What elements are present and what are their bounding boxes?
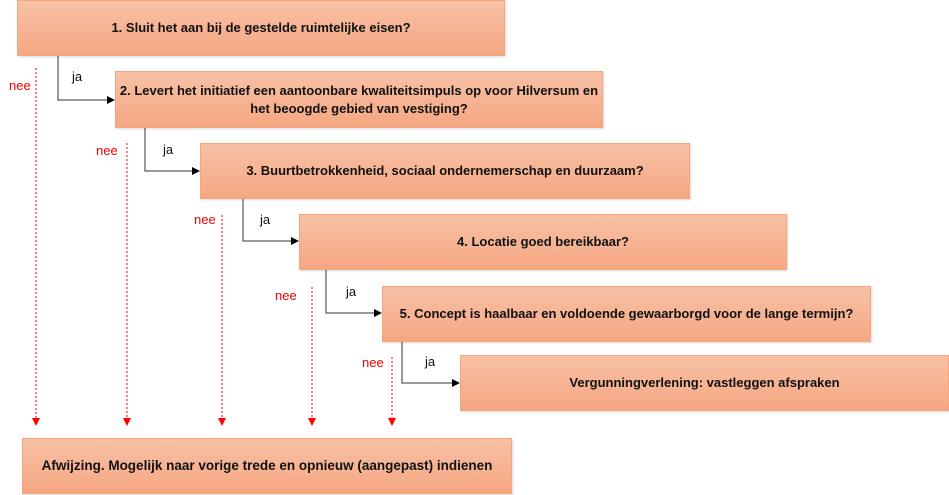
step-3-box: 3. Buurtbetrokkenheid, sociaal onderneme… [200,143,690,199]
yes-label-1: ja [72,69,83,84]
yes-label-2: ja [163,142,174,157]
reject-text: Afwijzing. Mogelijk naar vorige trede en… [41,458,493,473]
step-2-box: 2. Levert het initiatief een aantoonbare… [115,71,603,128]
reject-box: Afwijzing. Mogelijk naar vorige trede en… [22,438,512,494]
step-1-box: 1. Sluit het aan bij de gestelde ruimtel… [17,0,505,56]
yes-label-4: ja [346,284,357,299]
yes-arrow-3 [242,198,299,245]
permit-text: Vergunningverlening: vastleggen afsprake… [569,375,840,390]
step-4-text: 4. Locatie goed bereikbaar? [457,234,629,249]
step-4-box: 4. Locatie goed bereikbaar? [299,214,787,270]
no-label-1: nee [9,78,31,93]
yes-arrow-2 [144,127,200,175]
no-label-4: nee [275,288,297,303]
step-5-box: 5. Concept is haalbaar en voldoende gewa… [382,286,871,342]
no-label-5: nee [362,355,384,370]
permit-box: Vergunningverlening: vastleggen afsprake… [460,355,949,411]
no-label-2: nee [96,143,118,158]
no-label-3: nee [194,212,216,227]
yes-label-5: ja [425,354,436,369]
step-2-text: 2. Levert het initiatief een aantoonbare… [119,82,599,116]
step-1-text: 1. Sluit het aan bij de gestelde ruimtel… [111,20,411,35]
yes-arrow-4 [325,269,382,317]
yes-arrow-1 [57,55,115,104]
yes-arrow-5 [401,341,460,387]
yes-label-3: ja [260,212,271,227]
step-3-text: 3. Buurtbetrokkenheid, sociaal onderneme… [246,163,644,178]
step-5-text: 5. Concept is haalbaar en voldoende gewa… [399,306,854,321]
